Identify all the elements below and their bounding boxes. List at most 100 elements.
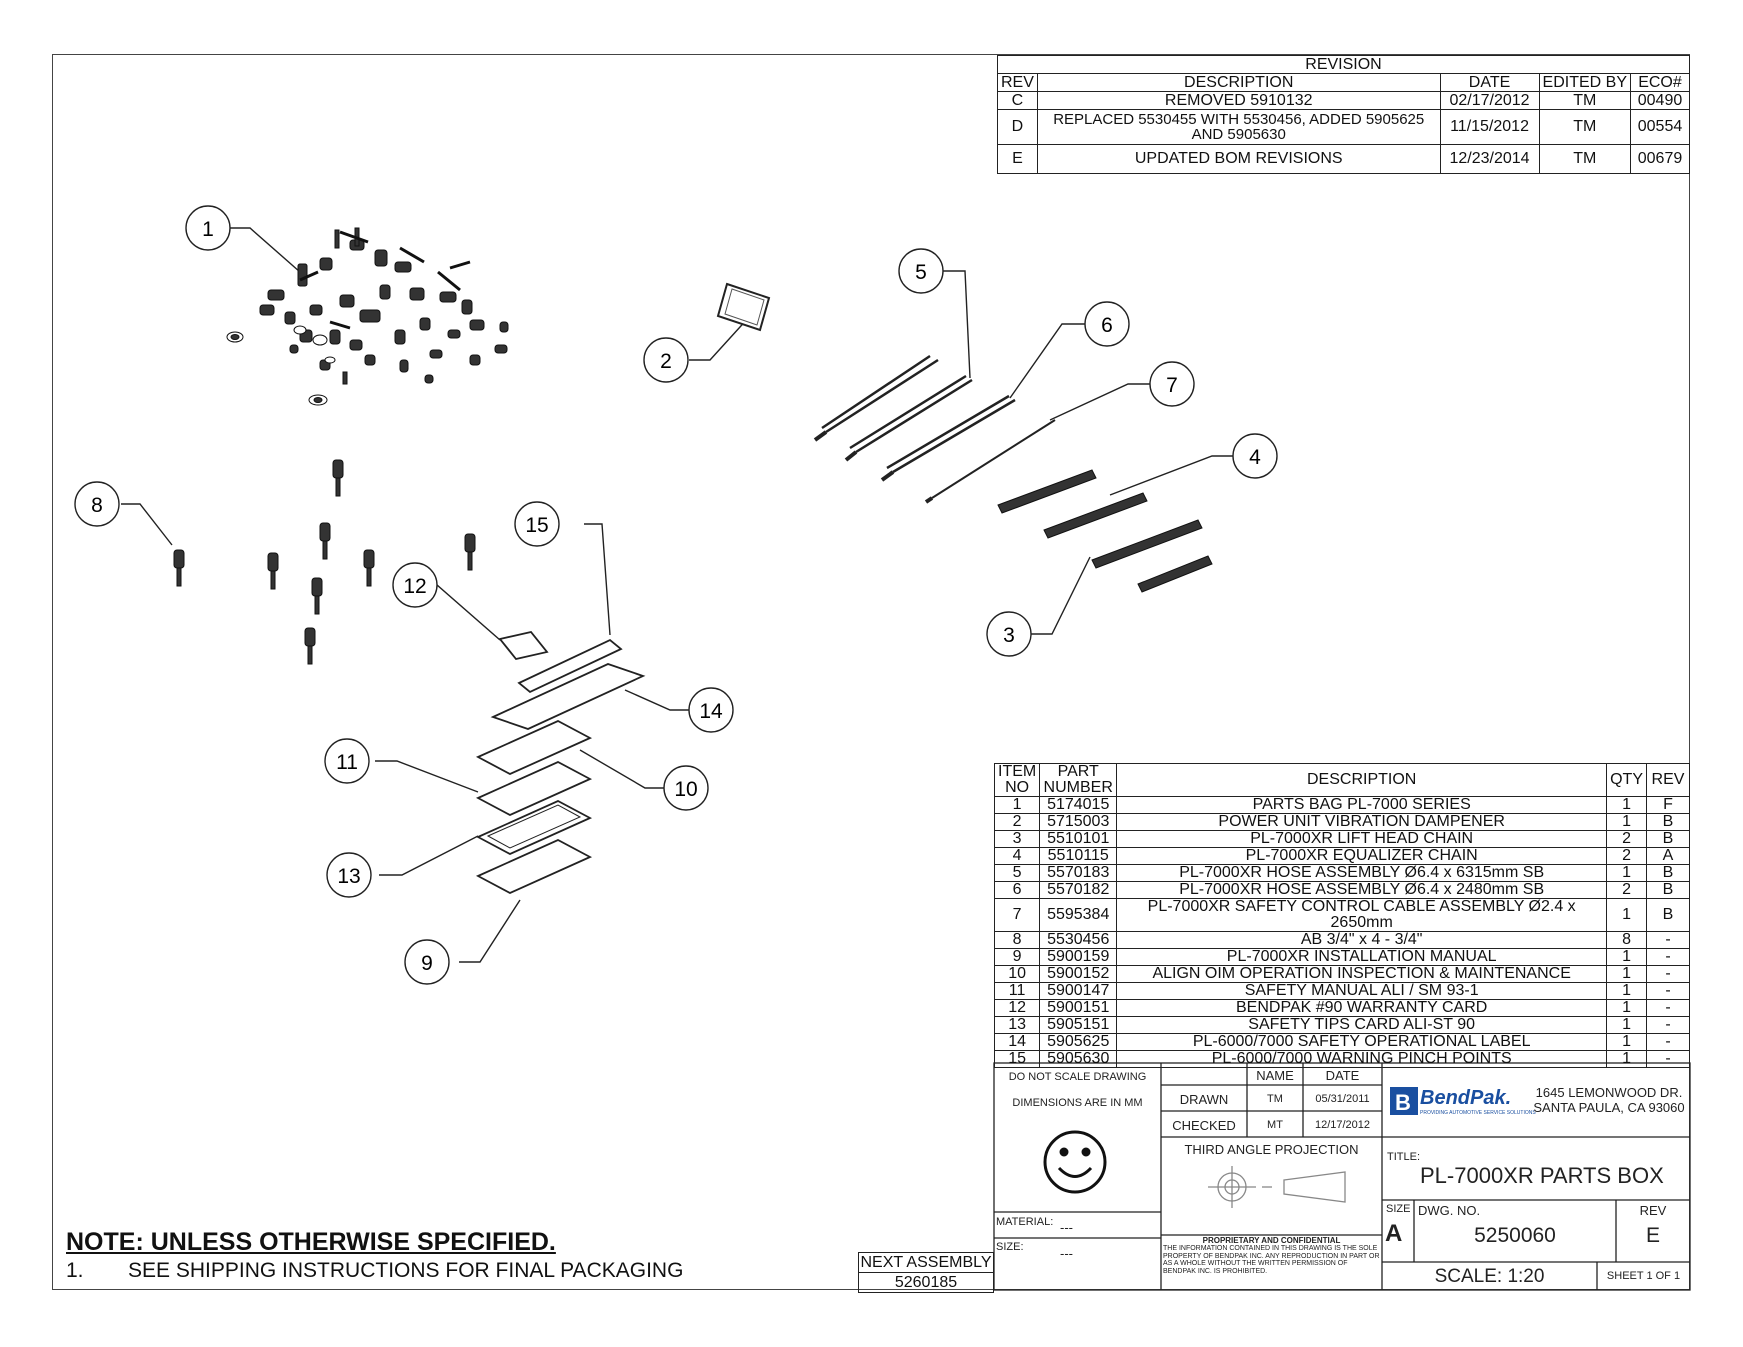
bom-qty-cell: 2 [1606,847,1647,865]
bom-item-cell: 15 [993,1050,1041,1068]
svg-text:2: 2 [660,350,672,373]
rev-editor-cell: TM [1538,144,1632,174]
name-header: NAME [1256,1068,1294,1083]
drawing-title: PL-7000XR PARTS BOX [1420,1163,1664,1188]
bom-qty-cell: 1 [1606,898,1647,932]
company-tagline: PROVIDING AUTOMOTIVE SERVICE SOLUTIONS [1420,1110,1536,1116]
smiley-face-icon [1043,1130,1107,1194]
balloon-6: 6 [1084,301,1130,347]
bom-part-cell: 5595384 [1039,898,1118,932]
rev-date-cell: 12/23/2014 [1439,144,1540,174]
svg-text:5: 5 [915,261,927,284]
bom-rev-cell: - [1646,982,1690,1000]
material-value: --- [1060,1220,1073,1235]
bom-item-cell: 6 [993,881,1041,899]
balloon-1: 1 [185,205,231,251]
rev-eco-cell: 00679 [1630,144,1690,174]
bom-qty-header: QTY [1606,763,1647,797]
bom-part-cell: 5905625 [1039,1033,1118,1051]
eco-header: ECO# [1630,73,1690,92]
anchor-bolts [173,459,476,665]
bom-part-cell: 5530456 [1039,931,1118,949]
bom-qty-cell: 2 [1606,881,1647,899]
bom-desc-cell: PL-7000XR HOSE ASSEMBLY Ø6.4 x 2480mm SB [1116,881,1608,899]
bom-item-cell: 5 [993,864,1041,882]
bom-desc-cell: ALIGN OIM OPERATION INSPECTION & MAINTEN… [1116,965,1608,983]
bom-item-cell: 8 [993,931,1041,949]
bom-rev-cell: - [1646,1016,1690,1034]
vibration-dampener [716,282,771,332]
revision-row: E UPDATED BOM REVISIONS 12/23/2014 TM 00… [997,144,1690,174]
drawn-date: 05/31/2011 [1315,1093,1370,1105]
bom-desc-cell: PL-6000/7000 SAFETY OPERATIONAL LABEL [1116,1033,1608,1051]
notes-title: NOTE: UNLESS OTHERWISE SPECIFIED. [66,1228,556,1256]
bom-desc-cell: PL-7000XR HOSE ASSEMBLY Ø6.4 x 6315mm SB [1116,864,1608,882]
svg-text:4: 4 [1249,446,1261,469]
checked-date: 12/17/2012 [1314,1119,1371,1131]
bom-part-cell: 5570183 [1039,864,1118,882]
bom-rev-cell: - [1646,1050,1690,1068]
next-assembly-value: 5260185 [894,1274,958,1291]
bom-part-cell: 5900159 [1039,948,1118,966]
address-line-1: 1645 LEMONWOOD DR. [1535,1085,1683,1100]
svg-text:6: 6 [1101,314,1113,337]
bom-desc-cell: PARTS BAG PL-7000 SERIES [1116,796,1608,814]
chains [997,469,1213,593]
svg-text:13: 13 [337,865,360,888]
projection-label: THIRD ANGLE PROJECTION [1184,1142,1359,1157]
size-label: SIZE [1386,1203,1411,1215]
balloon-15: 15 [514,501,560,547]
bom-rev-cell: B [1646,864,1690,882]
balloon-3: 3 [986,611,1032,657]
checked-label: CHECKED [1172,1118,1236,1133]
size-label-left: SIZE: [996,1241,1024,1253]
title-label: TITLE: [1387,1151,1421,1163]
balloon-13: 13 [326,852,372,898]
bom-qty-cell: 1 [1606,1050,1647,1068]
svg-text:14: 14 [699,700,723,723]
parts-bag-hardware [226,227,509,406]
rev-header: REV [997,73,1038,92]
drawn-name: TM [1267,1093,1283,1105]
bom-part-cell: 5570182 [1039,881,1118,899]
scale-text: SCALE: 1:20 [1434,1266,1545,1287]
bom-desc-cell: SAFETY TIPS CARD ALI-ST 90 [1116,1016,1608,1034]
bom-desc-cell: PL-7000XR LIFT HEAD CHAIN [1116,830,1608,848]
bom-part-cell: 5900152 [1039,965,1118,983]
svg-text:7: 7 [1166,374,1178,397]
manuals-and-labels-stack [475,630,646,895]
bom-item-cell: 10 [993,965,1041,983]
size-value-left: --- [1060,1246,1073,1261]
checked-name: MT [1267,1119,1283,1131]
bom-part-cell: 5510115 [1039,847,1118,865]
bom-qty-cell: 1 [1606,813,1647,831]
rev-label: REV [1639,1203,1667,1218]
balloon-11: 11 [324,738,370,784]
svg-text:10: 10 [674,778,697,801]
bom-rev-cell: - [1646,948,1690,966]
dimensions-text: DIMENSIONS ARE IN MM [1012,1097,1143,1109]
bom-description-header: DESCRIPTION [1116,763,1608,797]
proprietary-title: PROPRIETARY AND CONFIDENTIAL [1202,1236,1341,1245]
svg-text:1: 1 [202,218,214,241]
edited-by-header: EDITED BY [1538,73,1632,92]
svg-text:8: 8 [91,494,103,517]
note-text: SEE SHIPPING INSTRUCTIONS FOR FINAL PACK… [128,1259,684,1282]
next-assembly-box: NEXT ASSEMBLY 5260185 [858,1252,994,1293]
bom-part-cell: 5900151 [1039,999,1118,1017]
bom-rev-cell: B [1646,881,1690,899]
bom-desc-cell: PL-7000XR INSTALLATION MANUAL [1116,948,1608,966]
bom-item-cell: 2 [993,813,1041,831]
rev-editor-cell: TM [1538,109,1632,145]
